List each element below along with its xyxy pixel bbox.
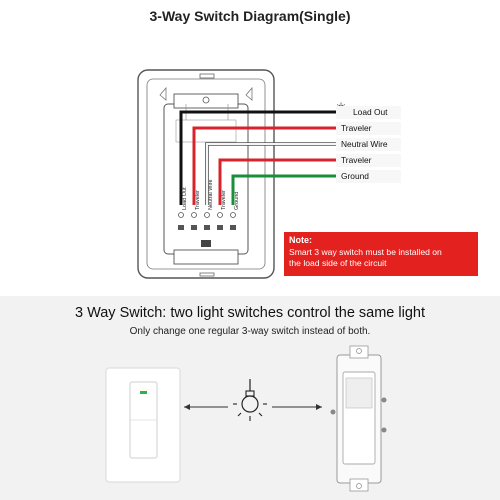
terminal-label-neutral: Neutral Wire: [208, 179, 214, 210]
bottom-bracket: [173, 249, 239, 265]
note-line-2: the load side of the circuit: [289, 258, 387, 268]
plate-slot-top: [199, 73, 215, 79]
terminal-label-load-out: Load Out: [182, 187, 188, 210]
wire-traveler-1: [192, 126, 336, 205]
inner-frame: [175, 119, 237, 143]
note-box: Note: Smart 3 way switch must be install…: [284, 232, 478, 276]
wire-label-load-out: Load Out: [336, 106, 401, 119]
wire-label-traveler-1: Traveler: [336, 122, 401, 135]
note-line-1: Smart 3 way switch must be installed on: [289, 246, 442, 257]
lower-subtitle: Only change one regular 3-way switch ins…: [129, 326, 371, 337]
wire-label-ground: Ground: [336, 170, 401, 183]
wire-load-out: [179, 110, 336, 205]
diagram-title: 3-Way Switch Diagram(Single): [149, 8, 351, 24]
top-bracket: [173, 93, 239, 109]
terminal-label-traveler-1: Traveler: [195, 190, 201, 210]
wire-label-traveler-2: Traveler: [336, 154, 401, 167]
plate-tabs: [159, 86, 253, 101]
bottom-screw: [201, 240, 211, 247]
wall-plate-inner: [146, 78, 266, 270]
wire-neutral: [206, 143, 336, 205]
lower-title: 3 Way Switch: two light switches control…: [74, 305, 426, 321]
terminal-row: [178, 212, 236, 230]
note-title: Note:: [289, 235, 312, 245]
wire-traveler-2: [218, 158, 336, 205]
terminal-label-traveler-2: Traveler: [221, 190, 227, 210]
top-screw: [202, 96, 210, 104]
plate-slot-bottom: [199, 272, 215, 277]
wire-label-neutral: Neutral Wire: [336, 138, 401, 151]
wire-ground: [231, 174, 336, 205]
terminal-label-ground: Ground: [234, 192, 240, 210]
